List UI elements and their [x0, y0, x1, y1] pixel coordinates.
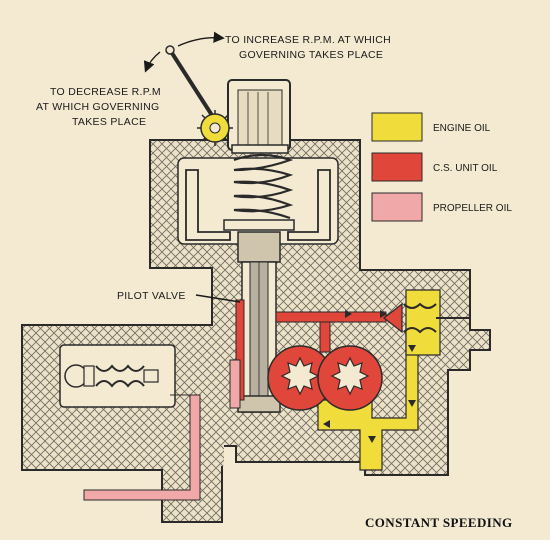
legend-swatch-propeller-oil — [371, 192, 423, 222]
decrease-rpm-label-line1: TO DECREASE R.P.M — [50, 86, 161, 98]
decrease-rpm-label-line2: AT WHICH GOVERNING — [36, 101, 159, 113]
legend-label-propeller-oil: PROPELLER OIL — [433, 203, 512, 214]
pilot-valve-label: PILOT VALVE — [117, 290, 186, 302]
pilot-valve-spindle — [237, 231, 281, 413]
decrease-rpm-label-line3: TAKES PLACE — [72, 116, 146, 128]
flow-arrows — [323, 310, 416, 443]
flyweights — [185, 169, 331, 241]
speeder-spring — [223, 144, 295, 231]
relief-valve — [383, 302, 470, 334]
gear-pump — [267, 345, 383, 411]
legend: ENGINE OIL C.S. UNIT OIL PROPELLER OIL — [371, 112, 512, 222]
legend-swatch-engine-oil — [371, 112, 423, 142]
legend-label-engine-oil: ENGINE OIL — [433, 123, 491, 134]
diagram-caption: CONSTANT SPEEDING — [365, 515, 513, 530]
control-lever — [165, 45, 217, 122]
increase-rpm-label-line1: TO INCREASE R.P.M. AT WHICH — [225, 34, 391, 46]
propeller-oil-passages — [83, 359, 241, 501]
increase-rpm-label-line2: GOVERNING TAKES PLACE — [239, 49, 383, 61]
legend-label-cs-unit-oil: C.S. UNIT OIL — [433, 163, 498, 174]
adjusting-gear — [197, 110, 233, 146]
annotation-arrows — [143, 31, 241, 303]
spindle-cap — [227, 79, 291, 151]
legend-swatch-cs-unit-oil — [371, 152, 423, 182]
left-spring-assembly — [64, 364, 159, 388]
